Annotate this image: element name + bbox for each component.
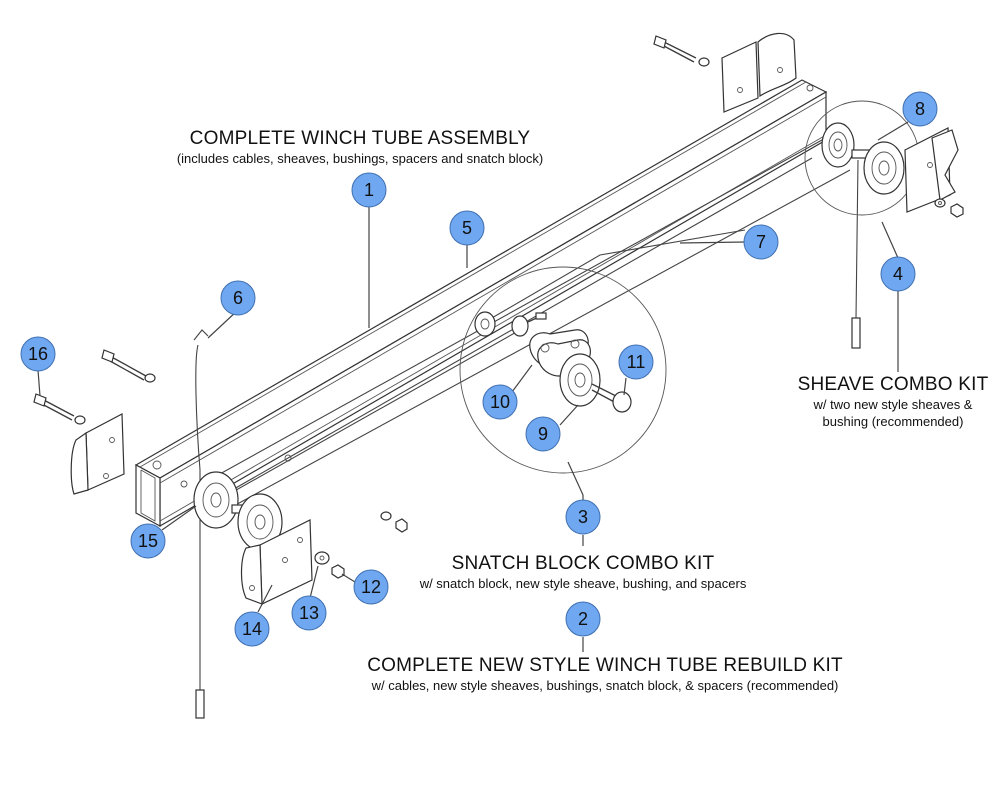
callout-7: 7 (743, 224, 779, 260)
callout-1: 1 (351, 172, 387, 208)
callout-number: 11 (627, 352, 646, 372)
left-sheave-assembly (193, 471, 408, 605)
callout-number: 6 (233, 288, 243, 308)
sheave-combo-subtitle-line1: w/ two new style sheaves & (813, 397, 973, 412)
snatch-block-combo-subtitle: w/ snatch block, new style sheave, bushi… (419, 576, 747, 591)
callout-number: 2 (578, 609, 588, 629)
callout-number: 4 (893, 264, 903, 284)
snatch-block-combo-label: SNATCH BLOCK COMBO KIT w/ snatch block, … (383, 553, 783, 592)
cables (193, 129, 861, 719)
callout-8: 8 (902, 91, 938, 127)
complete-assembly-title: COMPLETE WINCH TUBE ASSEMBLY (189, 128, 531, 149)
callout-6: 6 (220, 280, 256, 316)
rebuild-kit-label: COMPLETE NEW STYLE WINCH TUBE REBUILD KI… (318, 655, 892, 694)
left-bracket (33, 349, 156, 495)
callout-number: 16 (28, 344, 48, 364)
complete-assembly-label: COMPLETE WINCH TUBE ASSEMBLY (includes c… (130, 128, 590, 167)
callout-number: 12 (361, 577, 381, 597)
rebuild-kit-title: COMPLETE NEW STYLE WINCH TUBE REBUILD KI… (367, 655, 843, 676)
rebuild-kit-subtitle: w/ cables, new style sheaves, bushings, … (371, 678, 839, 693)
sheave-combo-label: SHEAVE COMBO KIT w/ two new style sheave… (790, 374, 996, 430)
callout-3: 3 (565, 499, 601, 535)
sheave-combo-subtitle-line2: bushing (recommended) (822, 414, 964, 429)
callout-15: 15 (130, 523, 166, 559)
callout-number: 9 (538, 424, 548, 444)
callout-number: 8 (915, 99, 925, 119)
snatch-block-combo-title: SNATCH BLOCK COMBO KIT (451, 553, 715, 574)
callout-number: 5 (462, 218, 472, 238)
callout-number: 13 (299, 603, 319, 623)
callout-16: 16 (20, 336, 56, 372)
callout-number: 14 (242, 619, 262, 639)
callout-2: 2 (565, 601, 601, 637)
callout-12: 12 (353, 569, 389, 605)
callout-4: 4 (880, 256, 916, 292)
callout-number: 15 (138, 531, 158, 551)
callout-10: 10 (482, 384, 518, 420)
callout-number: 3 (578, 507, 588, 527)
snatch-block-detail (459, 266, 667, 474)
callout-number: 7 (756, 232, 766, 252)
callout-9: 9 (525, 416, 561, 452)
callout-11: 11 (618, 344, 654, 380)
right-sheave-assembly (804, 100, 964, 218)
complete-assembly-subtitle: (includes cables, sheaves, bushings, spa… (176, 151, 544, 166)
top-right-bracket (653, 32, 797, 113)
callout-14: 14 (234, 611, 270, 647)
callout-13: 13 (291, 595, 327, 631)
callout-number: 1 (364, 180, 374, 200)
callout-number: 10 (490, 392, 510, 412)
sheave-combo-title: SHEAVE COMBO KIT (797, 374, 989, 395)
callout-5: 5 (449, 210, 485, 246)
